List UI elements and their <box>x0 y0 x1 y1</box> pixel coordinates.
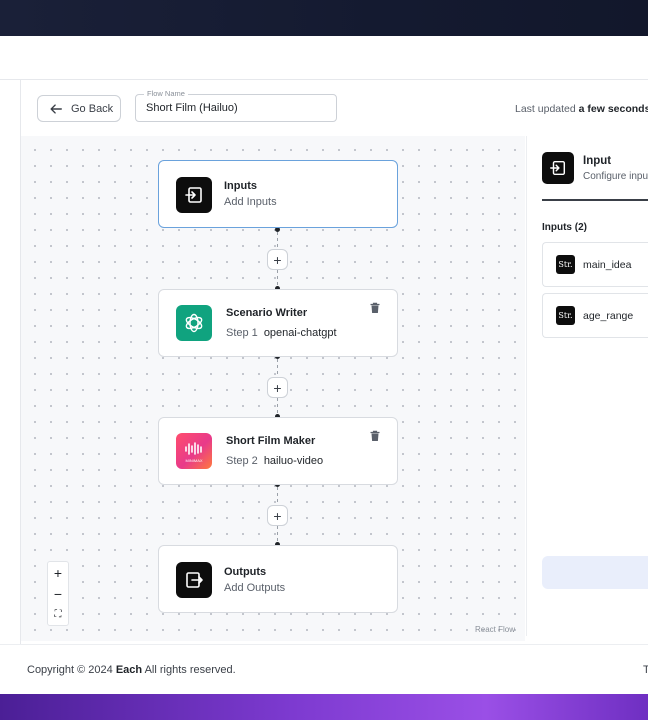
last-updated-text: Last updated a few seconds <box>515 103 648 115</box>
handle-dot[interactable] <box>275 414 280 419</box>
copyright-suffix: All rights reserved. <box>144 664 236 676</box>
input-arrow-icon <box>542 152 574 184</box>
input-item-age-range[interactable]: Str. age_range <box>542 293 648 338</box>
trash-icon[interactable] <box>369 302 381 314</box>
last-updated-value: a few seconds <box>578 103 648 115</box>
scenario-writer-title: Scenario Writer <box>226 307 308 319</box>
copyright-text: Copyright © 2024 Each All rights reserve… <box>27 664 236 676</box>
output-arrow-icon <box>176 562 212 598</box>
flow-toolbar: Go Back Flow Name Last updated a few sec… <box>21 80 648 136</box>
flow-name-field[interactable]: Flow Name <box>135 89 337 122</box>
handle-dot[interactable] <box>275 227 280 232</box>
scenario-writer-node[interactable]: Scenario Writer Step 1 openai-chatgpt <box>158 289 398 357</box>
panel-title: Input <box>583 155 612 167</box>
outputs-node-title: Outputs <box>224 566 267 578</box>
flow-name-label: Flow Name <box>144 89 188 98</box>
zoom-out-button[interactable]: − <box>53 585 63 602</box>
arrow-left-icon <box>50 103 62 114</box>
app-header <box>0 36 648 80</box>
zoom-controls: + − ⛶ <box>47 561 69 626</box>
inputs-node[interactable]: Inputs Add Inputs <box>158 160 398 228</box>
short-film-maker-step: Step 2 hailuo-video <box>226 455 323 467</box>
short-film-maker-node[interactable]: MINIMAX Short Film Maker Step 2 hailuo-vi… <box>158 417 398 485</box>
add-step-button[interactable]: + <box>267 249 288 270</box>
minimax-logo-icon: MINIMAX <box>176 433 212 469</box>
edge-line <box>277 270 278 287</box>
model-label: openai-chatgpt <box>263 327 337 339</box>
edge-line <box>277 232 278 250</box>
handle-dot[interactable] <box>275 286 280 291</box>
minimax-logo-text: MINIMAX <box>185 458 202 463</box>
react-flow-attribution[interactable]: React Flow <box>475 625 516 634</box>
outputs-node-subtitle: Add Outputs <box>224 582 286 594</box>
fit-view-button[interactable]: ⛶ <box>54 609 62 620</box>
add-step-button[interactable]: + <box>267 505 288 526</box>
outputs-node[interactable]: Outputs Add Outputs <box>158 545 398 613</box>
zoom-in-button[interactable]: + <box>53 564 63 581</box>
edge-line <box>277 398 278 415</box>
edge-line <box>277 526 278 543</box>
inputs-node-subtitle: Add Inputs <box>224 196 277 208</box>
panel-subtitle: Configure inpu <box>583 171 648 182</box>
input-config-panel: Input Configure inpu Inputs (2) Str. mai… <box>526 136 648 636</box>
brand-name: Each <box>115 664 143 676</box>
go-back-button[interactable]: Go Back <box>37 95 121 122</box>
model-label: hailuo-video <box>263 455 324 467</box>
input-item-label: age_range <box>583 309 634 322</box>
footer-trailing-link[interactable]: T <box>643 664 648 676</box>
copyright-prefix: Copyright © 2024 <box>27 664 113 676</box>
inputs-heading: Inputs (2) <box>542 222 587 233</box>
panel-divider <box>542 199 648 201</box>
handle-dot[interactable] <box>275 542 280 547</box>
inputs-node-title: Inputs <box>224 180 257 192</box>
string-type-badge: Str. <box>556 306 575 325</box>
edge-line <box>277 359 278 378</box>
openai-logo-icon <box>176 305 212 341</box>
step-label: Step 2 <box>226 455 258 467</box>
trash-icon[interactable] <box>369 430 381 442</box>
panel-action-button[interactable] <box>542 556 648 589</box>
string-type-badge: Str. <box>556 255 575 274</box>
top-window-band <box>0 0 648 36</box>
short-film-maker-title: Short Film Maker <box>226 435 316 447</box>
input-item-label: main_idea <box>583 258 632 271</box>
edge-line <box>277 487 278 506</box>
scenario-writer-step: Step 1 openai-chatgpt <box>226 327 337 339</box>
step-label: Step 1 <box>226 327 258 339</box>
page-footer: Copyright © 2024 Each All rights reserve… <box>0 644 648 694</box>
bottom-window-band <box>0 694 648 720</box>
left-rail <box>0 80 21 644</box>
input-arrow-icon <box>176 177 212 213</box>
last-updated-prefix: Last updated <box>515 103 576 115</box>
add-step-button[interactable]: + <box>267 377 288 398</box>
flow-name-input[interactable] <box>146 102 326 114</box>
input-item-main-idea[interactable]: Str. main_idea <box>542 242 648 287</box>
go-back-label: Go Back <box>71 102 114 115</box>
